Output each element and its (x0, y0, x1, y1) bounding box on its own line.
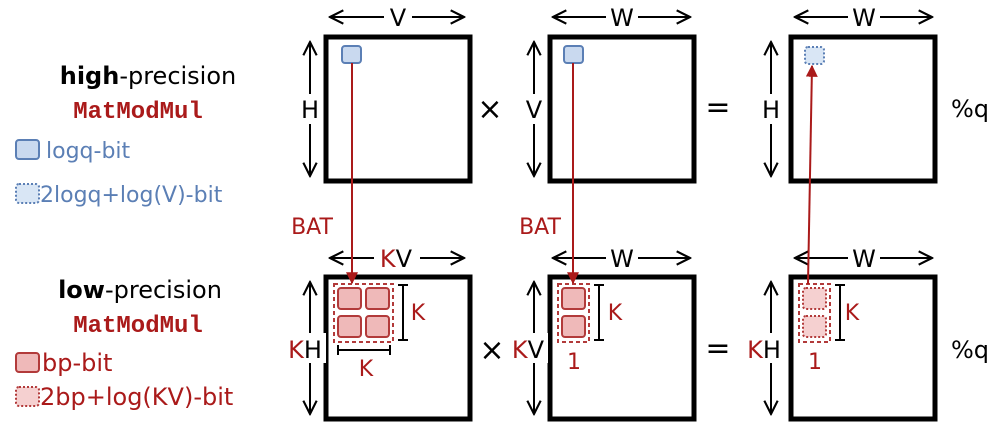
high-op-label: MatModMul (73, 99, 203, 126)
top-mod-label: %q (951, 95, 989, 123)
top-equals-sign: = (705, 90, 730, 125)
top-a-width-label: V (390, 4, 407, 32)
top-b-height-label: V (526, 96, 543, 124)
bottom-b-subblock-1 (561, 287, 586, 310)
top-c-width-label: W (852, 4, 876, 32)
top-b-width-label: W (610, 4, 634, 32)
bottom-mod-label: %q (951, 336, 989, 364)
low-precision-title: low-precision (58, 276, 222, 304)
bottom-matrix-b (547, 274, 697, 422)
logq-bit-label: logq-bit (46, 139, 131, 164)
bat-label-left: BAT (291, 215, 333, 240)
bottom-matrix-c (788, 274, 938, 422)
bottom-c-block-group (798, 283, 831, 343)
bottom-a-k-bracket-horizontal (337, 345, 391, 355)
bottom-a-k-below: K (359, 357, 374, 382)
bottom-a-k-right: K (411, 301, 426, 326)
low-op-label: MatModMul (73, 313, 203, 340)
bottom-b-one-label: 1 (567, 350, 581, 375)
bottom-a-subblock-1 (337, 287, 362, 310)
bottom-equals-sign: = (705, 331, 730, 366)
bottom-c-subblock-2 (802, 315, 827, 338)
top-c-element (804, 46, 825, 65)
bottom-a-subblock-4 (365, 315, 390, 338)
top-c-height-label: H (762, 96, 780, 124)
top-times-sign: × (477, 92, 502, 127)
bottom-b-k-bracket (594, 284, 604, 341)
bottom-a-height-label: KH (288, 336, 322, 364)
high-precision-title: high-precision (60, 62, 237, 90)
top-matrix-c (788, 34, 938, 184)
top-a-height-label: H (301, 96, 319, 124)
top-b-element (563, 45, 584, 64)
top-matrix-b (547, 34, 697, 184)
reconstruct-arrow-right (805, 64, 818, 285)
bottom-c-width-label: W (852, 245, 876, 273)
bottom-c-k-label: K (845, 301, 860, 326)
bottom-c-k-bracket (835, 284, 845, 341)
2bp-bit-label: 2bp+log(KV)-bit (40, 383, 233, 411)
bottom-a-subblock-3 (337, 315, 362, 338)
bottom-a-subblock-2 (365, 287, 390, 310)
bottom-a-width-label: KV (380, 245, 413, 273)
bottom-times-sign: × (479, 333, 504, 368)
top-matrix-a (323, 34, 473, 184)
bottom-a-block-group (333, 283, 394, 343)
logq-bit-swatch (15, 139, 40, 160)
2logq-bit-label: 2logq+log(V)-bit (40, 183, 223, 208)
bottom-b-subblock-2 (561, 315, 586, 338)
bottom-a-k-bracket-vertical (398, 284, 408, 341)
2logq-bit-swatch (15, 183, 40, 204)
bottom-b-width-label: W (610, 245, 634, 273)
bottom-b-height-label: KV (512, 336, 545, 364)
bottom-c-height-label: KH (747, 336, 781, 364)
bat-label-middle: BAT (519, 215, 561, 240)
bp-bit-label: bp-bit (42, 349, 112, 377)
bottom-b-k-label: K (608, 301, 623, 326)
top-a-element (341, 45, 362, 64)
2bp-bit-swatch (15, 386, 40, 407)
bottom-c-subblock-1 (802, 287, 827, 310)
bp-bit-swatch (15, 352, 40, 373)
bottom-c-one-label: 1 (808, 350, 822, 375)
